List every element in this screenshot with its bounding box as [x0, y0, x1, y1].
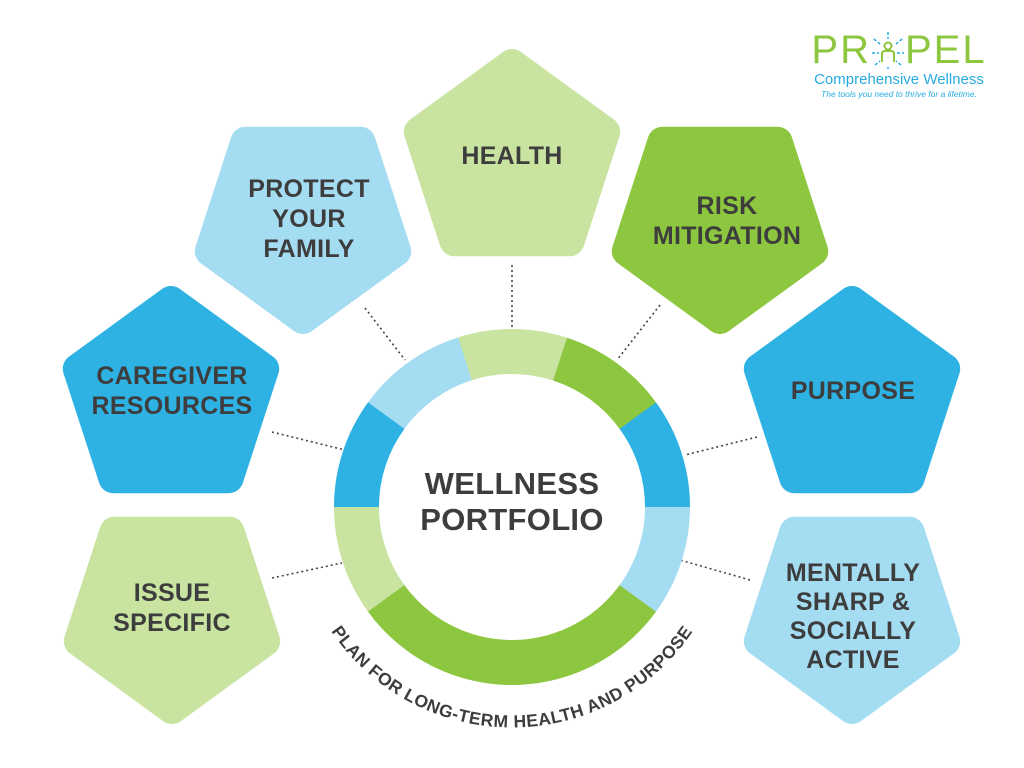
pillar-purpose [743, 286, 961, 494]
portfolio-ring [334, 329, 690, 685]
connector-risk [616, 304, 661, 361]
ring-segment [456, 329, 569, 381]
pillar-protect-your-family [194, 126, 412, 334]
ring-segment [553, 337, 657, 430]
ring-segment [334, 401, 405, 507]
connector-caregiver [271, 431, 346, 451]
connector-issue [271, 562, 343, 579]
pillar-label-risk-mitigation: RISK MITIGATION [652, 192, 802, 250]
pillar-issue-specific [63, 516, 281, 724]
logo-subtitle: Comprehensive Wellness [814, 71, 984, 88]
ring-segment [552, 585, 657, 677]
propel-logo: PR PEL Comprehensive Wellness The tools … [808, 30, 990, 99]
pillar-label-mentally-sharp: MENTALLY SHARP & SOCIALLY ACTIVE [785, 559, 921, 674]
ring-segment [455, 633, 568, 685]
pillar-label-protect-your-family: PROTECT YOUR FAMILY [248, 175, 370, 263]
connector-lines [271, 265, 758, 581]
logo-word-left: PR [811, 28, 871, 72]
logo-word-right: PEL [904, 28, 987, 72]
logo-tagline: The tools you need to thrive for a lifet… [821, 89, 977, 99]
pillar-caregiver-resources [62, 286, 280, 494]
center-title: WELLNESS PORTFOLIO [420, 466, 604, 537]
connector-protect [364, 307, 406, 361]
connector-mentally [679, 559, 751, 581]
ring-segment [367, 584, 471, 677]
person-rays-icon [871, 32, 904, 69]
pillar-label-caregiver-resources: CAREGIVER RESOURCES [91, 362, 253, 420]
pillar-label-health: HEALTH [461, 142, 563, 170]
logo-wordmark: PR PEL [808, 30, 990, 70]
pillar-risk-mitigation [611, 126, 829, 334]
connector-purpose [684, 436, 758, 456]
ring-segment [367, 337, 472, 429]
ring-segment [334, 505, 405, 612]
pillar-mentally-sharp [743, 516, 961, 724]
pillar-label-purpose: PURPOSE [790, 377, 916, 405]
ring-segment [619, 402, 690, 509]
pillar-health [403, 49, 621, 257]
pillar-label-issue-specific: ISSUE SPECIFIC [113, 579, 231, 637]
ring-segment [619, 507, 690, 613]
